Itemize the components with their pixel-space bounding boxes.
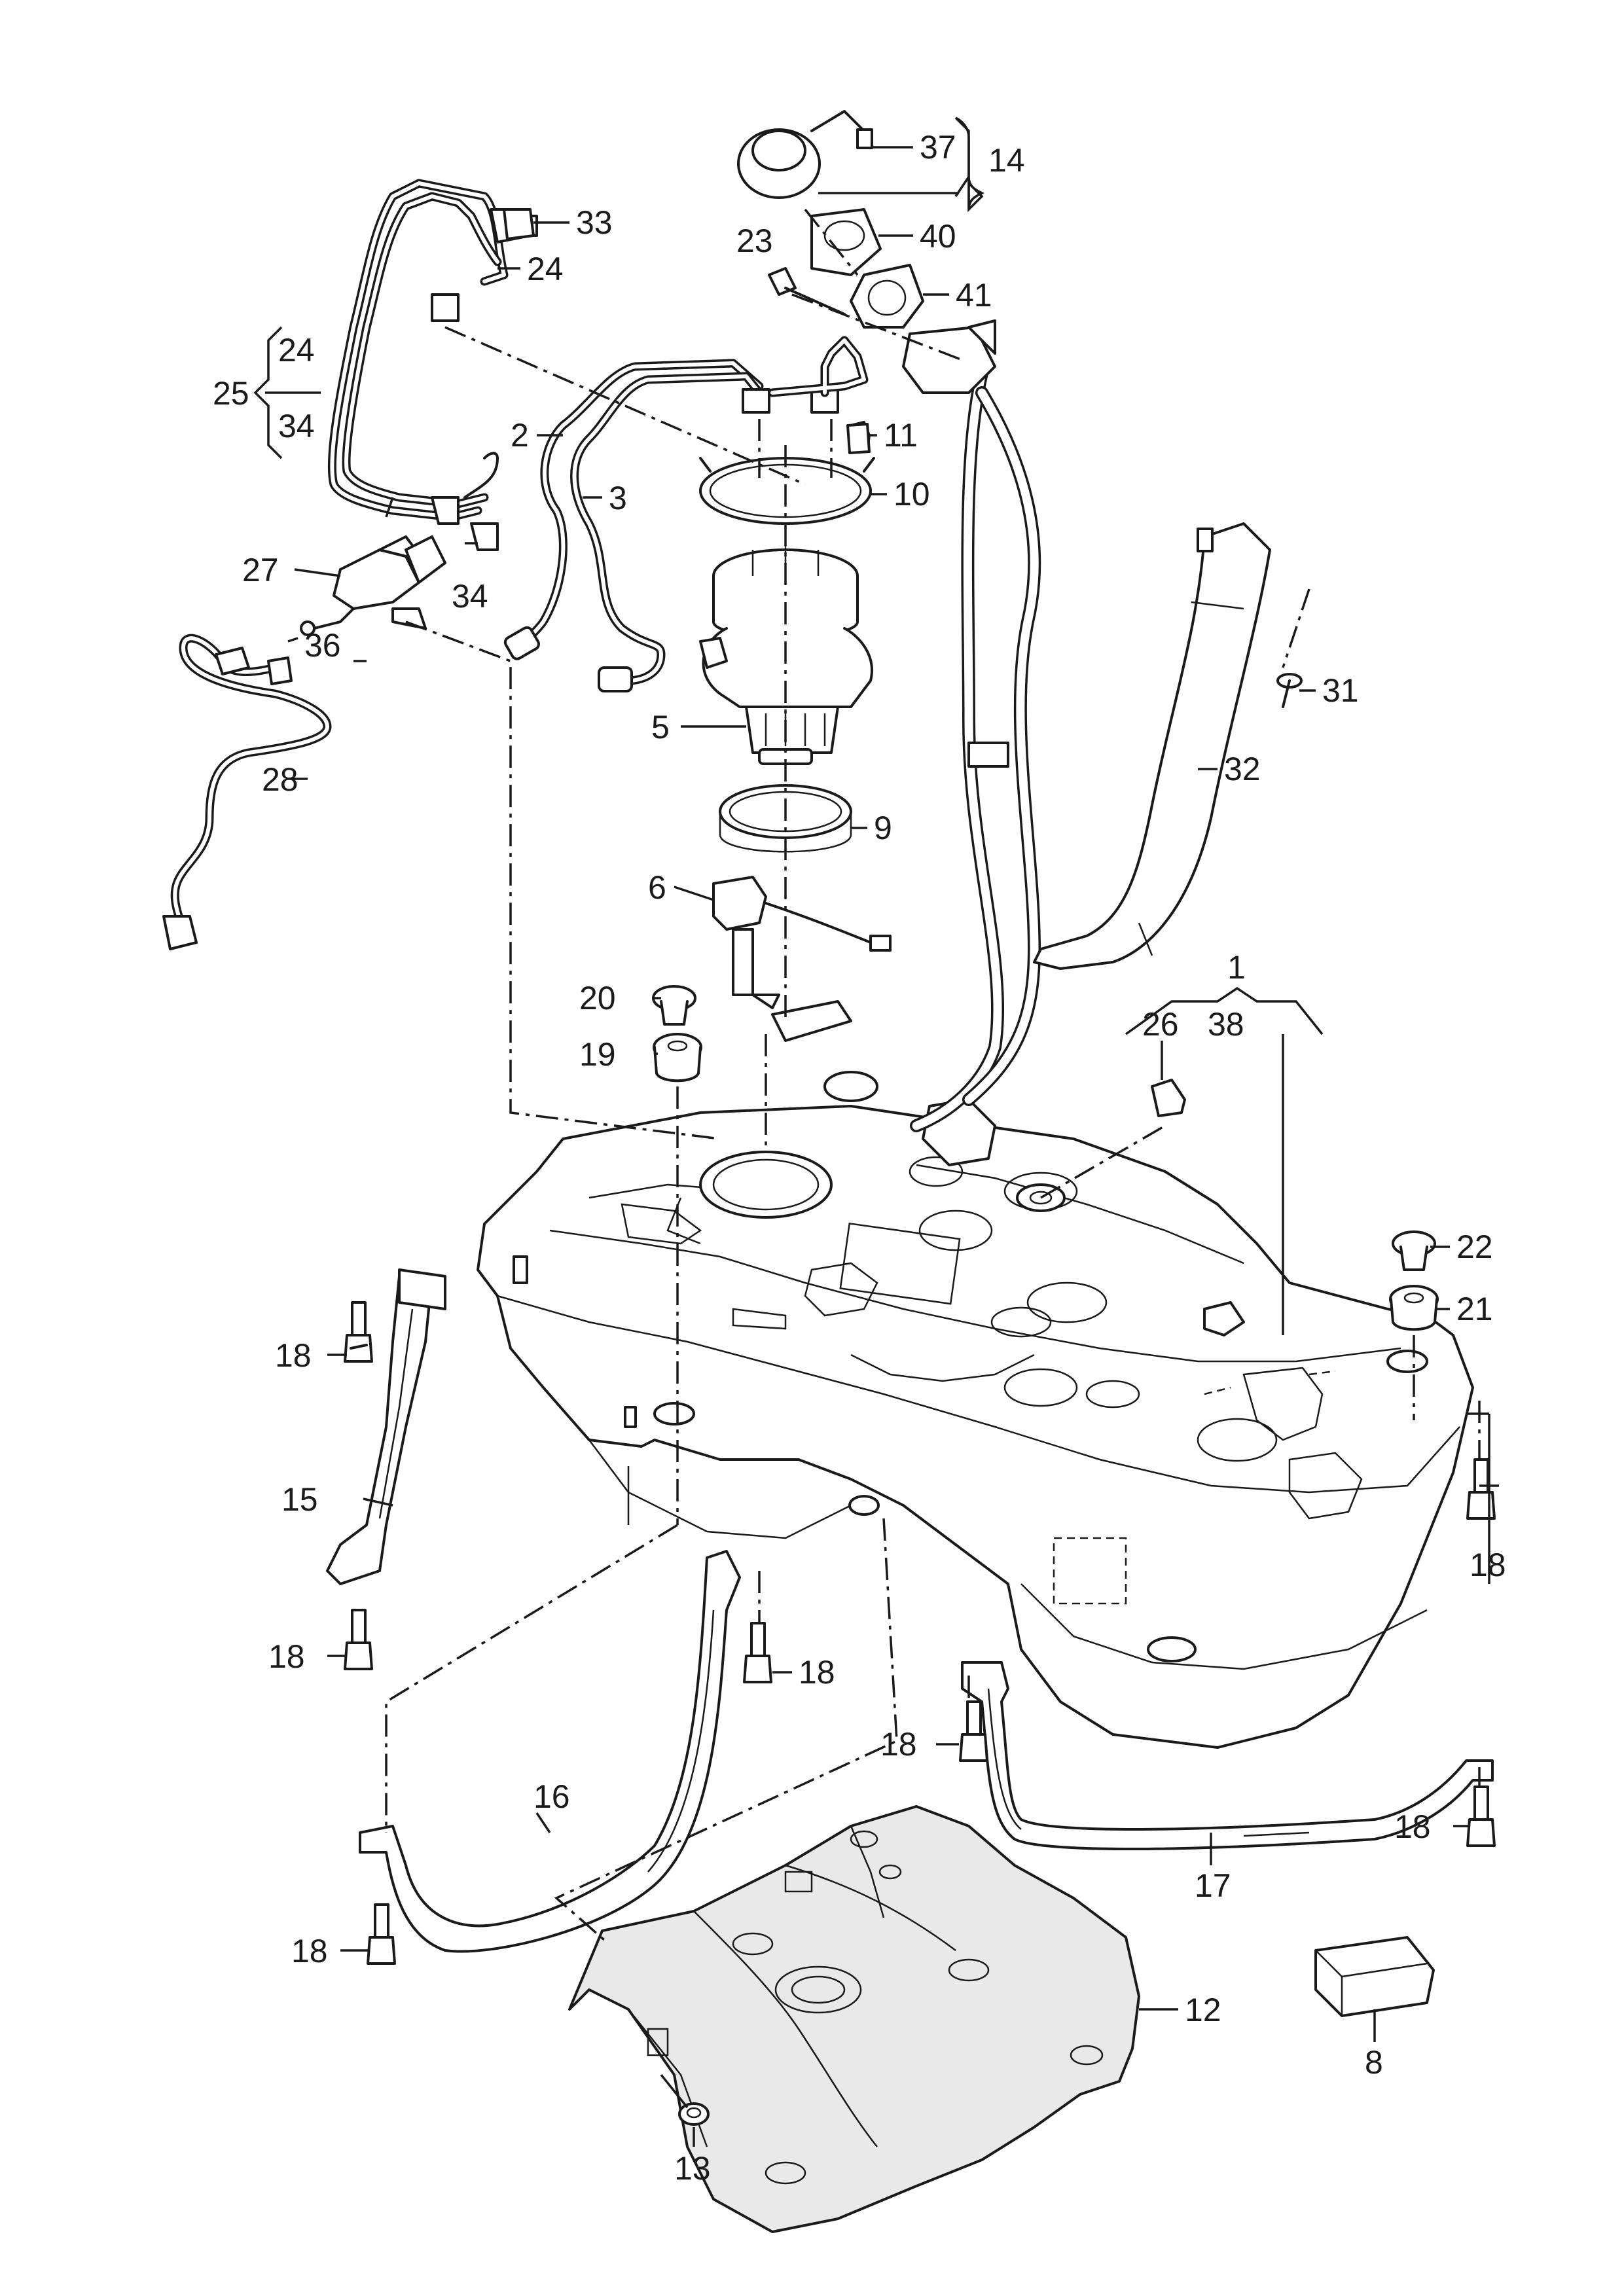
label-24-a: 24: [527, 251, 564, 287]
filler-pipe-32: [1033, 522, 1271, 970]
label-20: 20: [579, 980, 616, 1016]
cap-11: [846, 423, 871, 454]
bolt-18-a: [344, 1301, 373, 1363]
label-1: 1: [1227, 949, 1246, 986]
filler-cap-assembly: [737, 110, 996, 394]
vent-hose-28: [162, 634, 332, 950]
label-3: 3: [609, 480, 627, 516]
label-24-b: 24: [278, 332, 315, 368]
label-27: 27: [242, 552, 279, 588]
label-26: 26: [1142, 1006, 1179, 1043]
tank-strap-16: [359, 1550, 741, 1953]
label-28: 28: [262, 761, 298, 798]
label-12: 12: [1185, 1992, 1221, 2028]
label-18-d: 18: [880, 1726, 917, 1763]
tank-strap-17: [961, 1661, 1494, 1850]
label-41: 41: [956, 277, 992, 314]
fuel-tank: [477, 1071, 1474, 1749]
connector-33: [503, 208, 535, 240]
heat-shield-12: [568, 1805, 1140, 2233]
tank-strap-15: [326, 1268, 446, 1585]
label-34-b: 34: [452, 578, 488, 615]
filler-neck-hose: [910, 367, 1041, 1132]
label-40: 40: [920, 218, 956, 255]
label-14: 14: [988, 142, 1025, 179]
bolt-18-e: [1466, 1458, 1496, 1520]
label-9: 9: [874, 810, 892, 846]
grommet-19: [653, 1033, 702, 1083]
label-22: 22: [1456, 1229, 1493, 1265]
label-6: 6: [648, 869, 666, 906]
cap-20: [652, 985, 696, 1026]
fuel-line-3: [570, 372, 764, 692]
label-36: 36: [304, 627, 341, 664]
label-18-f: 18: [1394, 1808, 1431, 1845]
bolt-18-g: [367, 1903, 396, 1965]
plug-26: [1151, 1079, 1186, 1117]
leader-lines: [253, 117, 1499, 2147]
charcoal-valve-27: [300, 496, 499, 636]
label-5: 5: [651, 709, 670, 745]
label-18-a: 18: [275, 1337, 312, 1374]
bolt-23: [768, 267, 846, 315]
fuel-level-sender-6: [712, 876, 892, 1042]
label-8: 8: [1365, 2044, 1383, 2081]
cap-22: [1392, 1230, 1436, 1271]
grommet-21: [1389, 1285, 1439, 1331]
nut-13: [678, 2102, 710, 2126]
label-18-e: 18: [1470, 1547, 1506, 1583]
label-23: 23: [736, 223, 773, 259]
label-10: 10: [893, 476, 930, 512]
callout-labels: 37 14 40 41 23 33 24 24 25 34 2 3 11 10 …: [213, 129, 1506, 2187]
label-13: 13: [674, 2150, 711, 2187]
label-2: 2: [511, 417, 529, 454]
label-31: 31: [1322, 672, 1359, 709]
control-unit-8: [1314, 1936, 1435, 2017]
label-18-b: 18: [268, 1638, 305, 1675]
label-16: 16: [533, 1778, 570, 1815]
rivet-31: [1276, 673, 1303, 708]
bolt-18-f: [1466, 1785, 1496, 1847]
bolt-18-d: [959, 1700, 988, 1762]
label-37: 37: [920, 129, 956, 166]
label-25: 25: [213, 375, 249, 412]
label-19: 19: [579, 1036, 616, 1073]
label-21: 21: [1456, 1291, 1493, 1327]
label-18-g: 18: [291, 1933, 328, 1969]
label-34-a: 34: [278, 408, 315, 444]
bolt-18-b: [344, 1609, 373, 1670]
label-38: 38: [1208, 1006, 1244, 1043]
label-15: 15: [281, 1481, 318, 1518]
bolt-18-c: [743, 1622, 772, 1683]
center-lines: [385, 208, 1481, 1945]
label-33: 33: [576, 204, 613, 241]
fuel-line-2: [503, 359, 764, 660]
label-32: 32: [1224, 751, 1261, 787]
label-11: 11: [884, 417, 918, 454]
label-17: 17: [1195, 1867, 1231, 1904]
label-18-c: 18: [799, 1654, 835, 1691]
locking-ring-10: [699, 457, 875, 525]
